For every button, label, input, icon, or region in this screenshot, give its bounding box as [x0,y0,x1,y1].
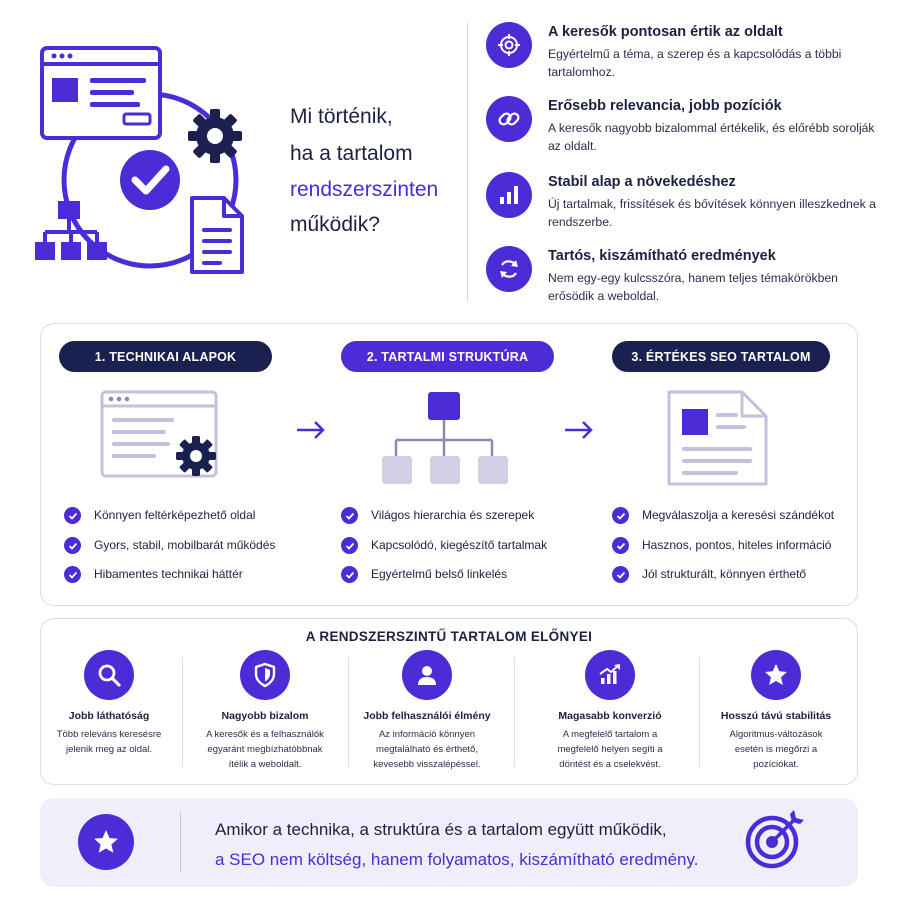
benefit-title: Erősebb relevancia, jobb pozíciók [548,98,782,114]
benefit-title: Tartós, kiszámítható eredmények [548,248,776,264]
step-item-text: Megválaszolja a keresési szándékot [642,508,835,522]
hierarchy-illustration [382,392,508,484]
question-line-1: Mi történik, [290,105,393,128]
advantage-description: Több releváns keresésre jelenik meg az o… [56,729,162,755]
step-2-label: 2. TARTALMI STRUKTÚRA [341,341,554,372]
vertical-divider [467,22,468,302]
advantage-name: Magasabb konverzió [558,710,662,722]
benefit-title: A keresők pontosan értik az oldalt [548,24,783,40]
check-icon [341,537,358,554]
benefit-item: Erősebb relevancia, jobb pozíciók A kere… [486,96,886,158]
star-icon [751,650,801,700]
step-1-label: 1. TECHNIKAI ALAPOK [59,341,272,372]
advantage-divider [514,657,515,767]
advantage-divider [182,657,183,767]
step-item-text: Világos hierarchia és szerepek [371,508,535,522]
step-item-text: Gyors, stabil, mobilbarát működés [94,538,276,552]
advantage-description: A megfelelő tartalom a megfelelő helyen … [557,729,663,770]
benefit-title: Stabil alap a növekedéshez [548,174,736,190]
search-icon [84,650,134,700]
browser-gear-illustration [100,390,218,478]
benefit-description: Nem egy-egy kulcsszóra, hanem teljes tém… [548,271,838,303]
advantage-divider [348,657,349,767]
question-line-4: működik? [290,213,380,236]
advantage-item: Nagyobb bizalom A keresők és a felhaszná… [190,650,340,775]
refresh-icon [486,246,532,292]
gear-icon [188,109,242,163]
benefit-item: Stabil alap a növekedéshez Új tartalmak,… [486,172,886,234]
advantage-item: Magasabb konverzió A megfelelő tartalom … [535,650,685,775]
check-icon [612,566,629,583]
check-icon [341,507,358,524]
check-circle-icon [120,150,180,210]
target-icon [486,22,532,68]
link-icon [486,96,532,142]
browser-window-icon [40,46,162,140]
advantage-name: Jobb láthatóság [68,710,150,722]
benefit-description: Új tartalmak, frissítések és bővítések k… [548,197,876,229]
advantage-item: Hosszú távú stabilitás Algoritmus-változ… [701,650,851,775]
advantage-divider [699,657,700,767]
check-icon [64,507,81,524]
banner-line-1: Amikor a technika, a struktúra és a tart… [215,820,667,839]
advantage-name: Jobb felhasználói élmény [363,710,491,722]
question-line-2: ha a tartalom [290,142,413,165]
hierarchy-icon [35,201,107,260]
advantage-name: Hosszú távú stabilitás [720,710,832,722]
document-illustration [667,390,768,486]
step-item-text: Kapcsolódó, kiegészítő tartalmak [371,538,548,552]
advantage-description: Algoritmus-változások esetén is megőrzi … [729,729,823,770]
step-item-text: Könnyen feltérképezhető oldal [94,508,256,522]
step-item-text: Jól strukturált, könnyen érthető [642,567,807,581]
steps-panel [40,323,858,606]
benefit-item: Tartós, kiszámítható eredmények Nem egy-… [486,246,886,308]
document-icon [190,196,244,274]
banner-line-2: a SEO nem költség, hanem folyamatos, kis… [215,850,699,869]
advantage-name: Nagyobb bizalom [221,710,309,722]
growth-chart-icon [585,650,635,700]
banner-divider [180,812,181,872]
advantages-panel [40,618,858,785]
check-icon [341,566,358,583]
advantages-title: A RENDSZERSZINTŰ TARTALOM ELŐNYEI [305,629,593,644]
check-icon [612,537,629,554]
arrow-right-icon [297,421,325,439]
gear-icon [176,436,216,476]
advantage-description: Az információ könnyen megtalálható és ér… [373,729,481,770]
star-icon [78,814,134,870]
benefit-description: A keresők nagyobb bizalommal értékelik, … [548,121,875,153]
question-line-3: rendszerszinten [290,178,439,201]
step-item-text: Hasznos, pontos, hiteles információ [642,538,832,552]
advantage-item: Jobb láthatóság Több releváns keresésre … [34,650,184,775]
user-icon [402,650,452,700]
bar-chart-icon [486,172,532,218]
check-icon [64,566,81,583]
advantage-item: Jobb felhasználói élmény Az információ k… [352,650,502,775]
benefit-item: A keresők pontosan értik az oldalt Egyér… [486,22,886,84]
shield-icon [240,650,290,700]
arrow-right-icon [565,421,593,439]
step-item-text: Egyértelmű belső linkelés [371,567,508,581]
advantage-description: A keresők és a felhasználók egyaránt meg… [206,729,324,770]
benefit-description: Egyértelmű a téma, a szerep és a kapcsol… [548,47,842,79]
hero-illustration [35,46,244,274]
check-icon [612,507,629,524]
summary-banner [40,798,858,887]
target-arrow-icon [745,810,804,869]
check-icon [64,537,81,554]
step-3-label: 3. ÉRTÉKES SEO TARTALOM [612,341,830,372]
step-item-text: Hibamentes technikai háttér [94,567,243,581]
